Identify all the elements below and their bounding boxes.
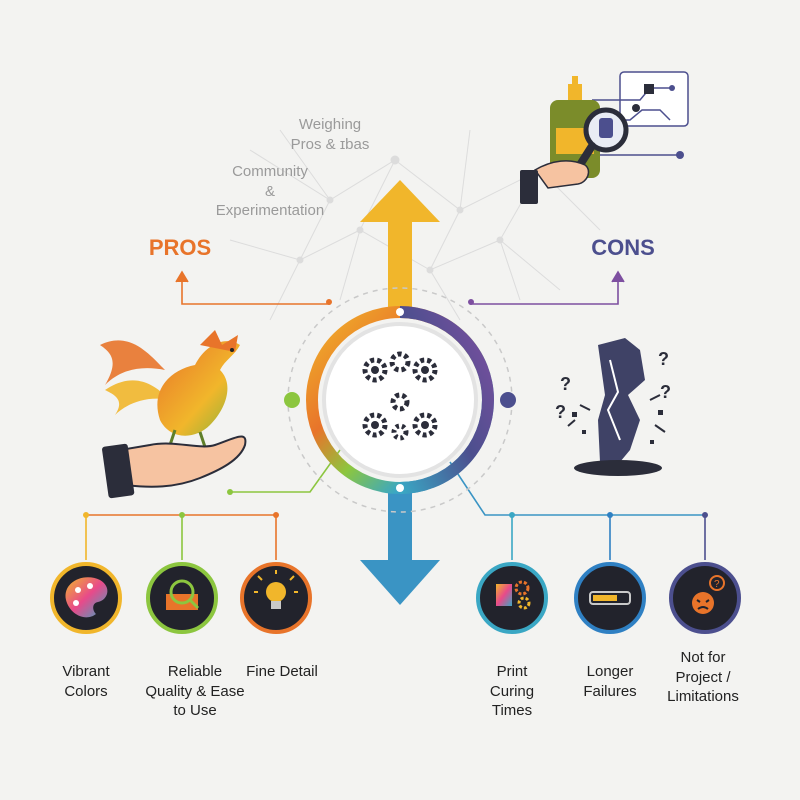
cons-item-label: Longer Failures: [583, 663, 637, 700]
pros-item-label: Reliable Quality & Ease to Use: [145, 663, 245, 719]
cons-item-not-for-project: ?: [669, 562, 741, 634]
pros-item-label: Vibrant Colors: [62, 663, 110, 700]
weighing-label: Weighing Pros & ɪbas: [290, 116, 370, 153]
central-hub: [284, 287, 516, 513]
connector-lines: [83, 270, 708, 560]
broken-pillar-icon: [567, 338, 666, 476]
pros-item-fine-detail: [240, 562, 312, 634]
hand-icon: [102, 435, 247, 499]
cons-item-longer-failures: [574, 562, 646, 634]
cons-item-label: Print Curing Times: [489, 663, 535, 719]
svg-text:?: ?: [660, 382, 671, 402]
cons-item-print-curing-times: [476, 562, 548, 634]
quality-magnifier-icon: [166, 579, 200, 610]
community-label: Community & Experimentation: [215, 163, 325, 219]
palette-icon: [65, 577, 108, 618]
gears-icon: [362, 351, 438, 441]
pros-item-reliable-quality: [146, 562, 218, 634]
svg-text:?: ?: [658, 349, 669, 369]
question-mark-icon: ? ? ? ?: [555, 349, 671, 422]
lightbulb-icon: [254, 570, 298, 609]
pros-item-label: Fine Detail: [246, 663, 318, 680]
svg-text:?: ?: [714, 579, 720, 590]
circuit-icon: [580, 71, 689, 159]
background-network: [229, 129, 601, 321]
pros-title: PROS: [148, 235, 212, 260]
frustrated-face-icon: ?: [692, 575, 725, 614]
cons-item-label: Not for Project / Limitations: [667, 649, 739, 705]
svg-text:?: ?: [560, 374, 571, 394]
pros-item-vibrant-colors: [50, 562, 122, 634]
progress-bar-icon: [589, 591, 631, 605]
print-gears-icon: [496, 580, 531, 610]
cons-title: CONS: [591, 235, 655, 260]
dragon-icon: [100, 330, 240, 448]
hand-icon: [520, 160, 590, 204]
down-arrow: [360, 490, 440, 605]
svg-text:?: ?: [555, 402, 566, 422]
up-arrow: [360, 180, 440, 310]
